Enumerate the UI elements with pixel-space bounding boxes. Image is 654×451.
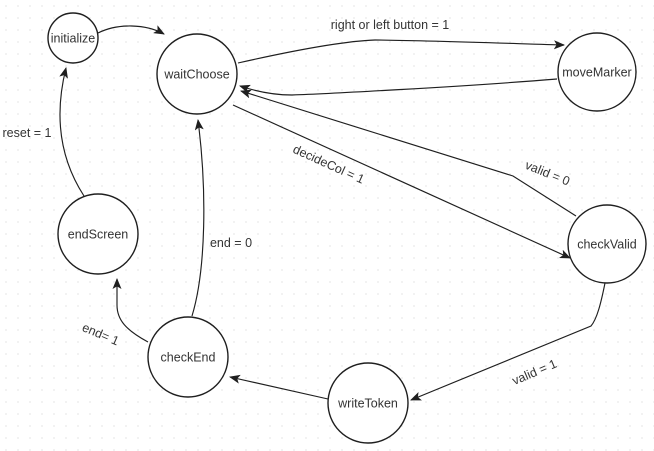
transition-edges bbox=[59, 25, 606, 401]
state-endscreen[interactable] bbox=[57, 193, 139, 275]
state-initialize[interactable] bbox=[47, 12, 99, 64]
state-label-movemarker: moveMarker bbox=[562, 66, 631, 80]
state-label-checkend: checkEnd bbox=[161, 351, 216, 365]
state-waitchoose[interactable] bbox=[156, 33, 238, 115]
transition-label-right-or-left-button: right or left button = 1 bbox=[331, 18, 450, 32]
transition-checkend-to-waitchoose[interactable] bbox=[191, 119, 205, 317]
transition-checkvalid-to-writetoken[interactable] bbox=[410, 282, 606, 401]
transition-endscreen-to-initialize[interactable] bbox=[59, 67, 85, 197]
transition-waitchoose-to-movemarker[interactable] bbox=[237, 39, 565, 64]
state-label-writetoken: writeToken bbox=[337, 397, 398, 411]
transition-label-valid-0: valid = 0 bbox=[523, 158, 572, 189]
transition-checkend-to-endscreen[interactable] bbox=[112, 278, 149, 343]
transition-initialize-to-waitchoose[interactable] bbox=[97, 25, 165, 35]
state-label-checkvalid: checkValid bbox=[577, 238, 637, 252]
state-checkvalid[interactable] bbox=[567, 204, 647, 284]
transition-waitchoose-to-checkvalid[interactable] bbox=[232, 104, 571, 259]
state-label-endscreen: endScreen bbox=[68, 228, 129, 242]
transition-label-end-0: end = 0 bbox=[210, 236, 252, 250]
transition-movemarker-to-waitchoose[interactable] bbox=[239, 78, 558, 96]
transition-label-end-1: end= 1 bbox=[80, 320, 121, 348]
transition-label-reset: reset = 1 bbox=[3, 126, 52, 140]
state-movemarker[interactable] bbox=[557, 32, 637, 112]
transition-checkvalid-to-waitchoose[interactable] bbox=[240, 89, 577, 217]
state-label-initialize: initialize bbox=[51, 32, 96, 46]
state-writetoken[interactable] bbox=[327, 362, 409, 444]
state-nodes: initialize waitChoose moveMarker checkVa… bbox=[47, 12, 647, 444]
transition-writetoken-to-checkend[interactable] bbox=[229, 374, 329, 400]
transition-label-valid-1: valid = 1 bbox=[510, 357, 559, 388]
state-checkend[interactable] bbox=[147, 316, 229, 398]
state-label-waitchoose: waitChoose bbox=[163, 68, 229, 82]
